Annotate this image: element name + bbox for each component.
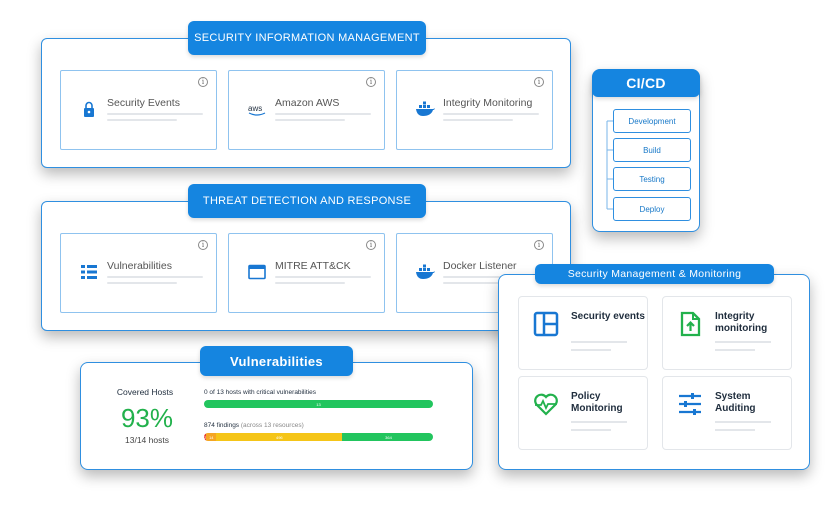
svg-text:aws: aws [248, 104, 262, 113]
list-icon [81, 265, 97, 279]
smm-card-policy-monitoring[interactable]: Policy Monitoring [518, 376, 648, 450]
cicd-step-development[interactable]: Development [613, 109, 691, 133]
sim-title: SECURITY INFORMATION MANAGEMENT [188, 21, 426, 55]
findings-segment: 14 [206, 433, 217, 441]
covered-hosts-count: 13/14 hosts [125, 435, 169, 445]
smm-card-integrity-monitoring[interactable]: Integrity monitoring [662, 296, 792, 370]
covered-hosts-label: Covered Hosts [116, 387, 174, 397]
vuln-title: Vulnerabilities [200, 346, 353, 376]
tdr-panel: i Vulnerabilities i MITRE ATT&CK i Docke… [41, 201, 571, 331]
card-label: Vulnerabilities [107, 260, 172, 272]
card-label: Integrity monitoring [715, 311, 768, 334]
info-icon[interactable]: i [198, 77, 208, 87]
card-label: Amazon AWS [275, 97, 340, 109]
covered-hosts-percent: 93% [120, 403, 174, 433]
card-label: MITRE ATT&CK [275, 260, 351, 272]
findings-count: 874 findings [204, 422, 240, 429]
critical-hosts-bar: 13 [204, 400, 433, 408]
info-icon[interactable]: i [534, 77, 544, 87]
smm-title: Security Management & Monitoring [535, 264, 774, 284]
cicd-panel: Development Build Testing Deploy [592, 70, 700, 232]
info-icon[interactable]: i [534, 240, 544, 250]
findings-sub: (across 13 resources) [240, 422, 304, 429]
window-icon [248, 264, 266, 280]
info-icon[interactable]: i [366, 77, 376, 87]
sim-card-amazon-aws[interactable]: i aws Amazon AWS [228, 70, 385, 150]
findings-segment: 364 [342, 433, 433, 441]
smm-panel: Security events Integrity monitoring Pol… [498, 274, 810, 470]
lock-icon [84, 101, 94, 117]
tdr-card-mitre-attck[interactable]: i MITRE ATT&CK [228, 233, 385, 313]
card-label: Integrity Monitoring [443, 97, 533, 109]
smm-card-security-events[interactable]: Security events [518, 296, 648, 370]
docker-icon [416, 101, 435, 116]
findings-label: 874 findings (across 13 resources) [204, 422, 304, 429]
docker-icon [416, 264, 435, 279]
findings-segment: 2 [204, 433, 207, 441]
card-label: Policy Monitoring [571, 391, 623, 414]
card-label: Security events [571, 311, 645, 322]
aws-icon: aws [248, 104, 266, 116]
cicd-connector [606, 120, 613, 210]
sim-card-security-events[interactable]: i Security Events [60, 70, 217, 150]
smm-card-system-auditing[interactable]: System Auditing [662, 376, 792, 450]
info-icon[interactable]: i [366, 240, 376, 250]
card-label: Docker Listener [443, 260, 517, 272]
tdr-card-vulnerabilities[interactable]: i Vulnerabilities [60, 233, 217, 313]
cicd-title: CI/CD [592, 69, 700, 97]
file-upload-icon [680, 311, 701, 337]
heart-pulse-icon [534, 393, 558, 416]
card-label: System Auditing [715, 391, 756, 414]
tdr-title: THREAT DETECTION AND RESPONSE [188, 184, 426, 218]
critical-hosts-bar-value: 13 [316, 401, 321, 407]
info-icon[interactable]: i [198, 240, 208, 250]
cicd-step-build[interactable]: Build [613, 138, 691, 162]
vuln-panel: Covered Hosts 93% 13/14 hosts 0 of 13 ho… [80, 362, 473, 470]
layout-icon [533, 311, 559, 337]
cicd-step-testing[interactable]: Testing [613, 167, 691, 191]
critical-hosts-label: 0 of 13 hosts with critical vulnerabilit… [204, 389, 316, 396]
cicd-step-deploy[interactable]: Deploy [613, 197, 691, 221]
tdr-card-docker-listener[interactable]: i Docker Listener [396, 233, 553, 313]
sim-panel: i Security Events i aws Amazon AWS i Int… [41, 38, 571, 168]
findings-segment: 496 [216, 433, 343, 441]
card-label: Security Events [107, 97, 180, 109]
sim-card-integrity-monitoring[interactable]: i Integrity Monitoring [396, 70, 553, 150]
sliders-icon [679, 393, 701, 415]
